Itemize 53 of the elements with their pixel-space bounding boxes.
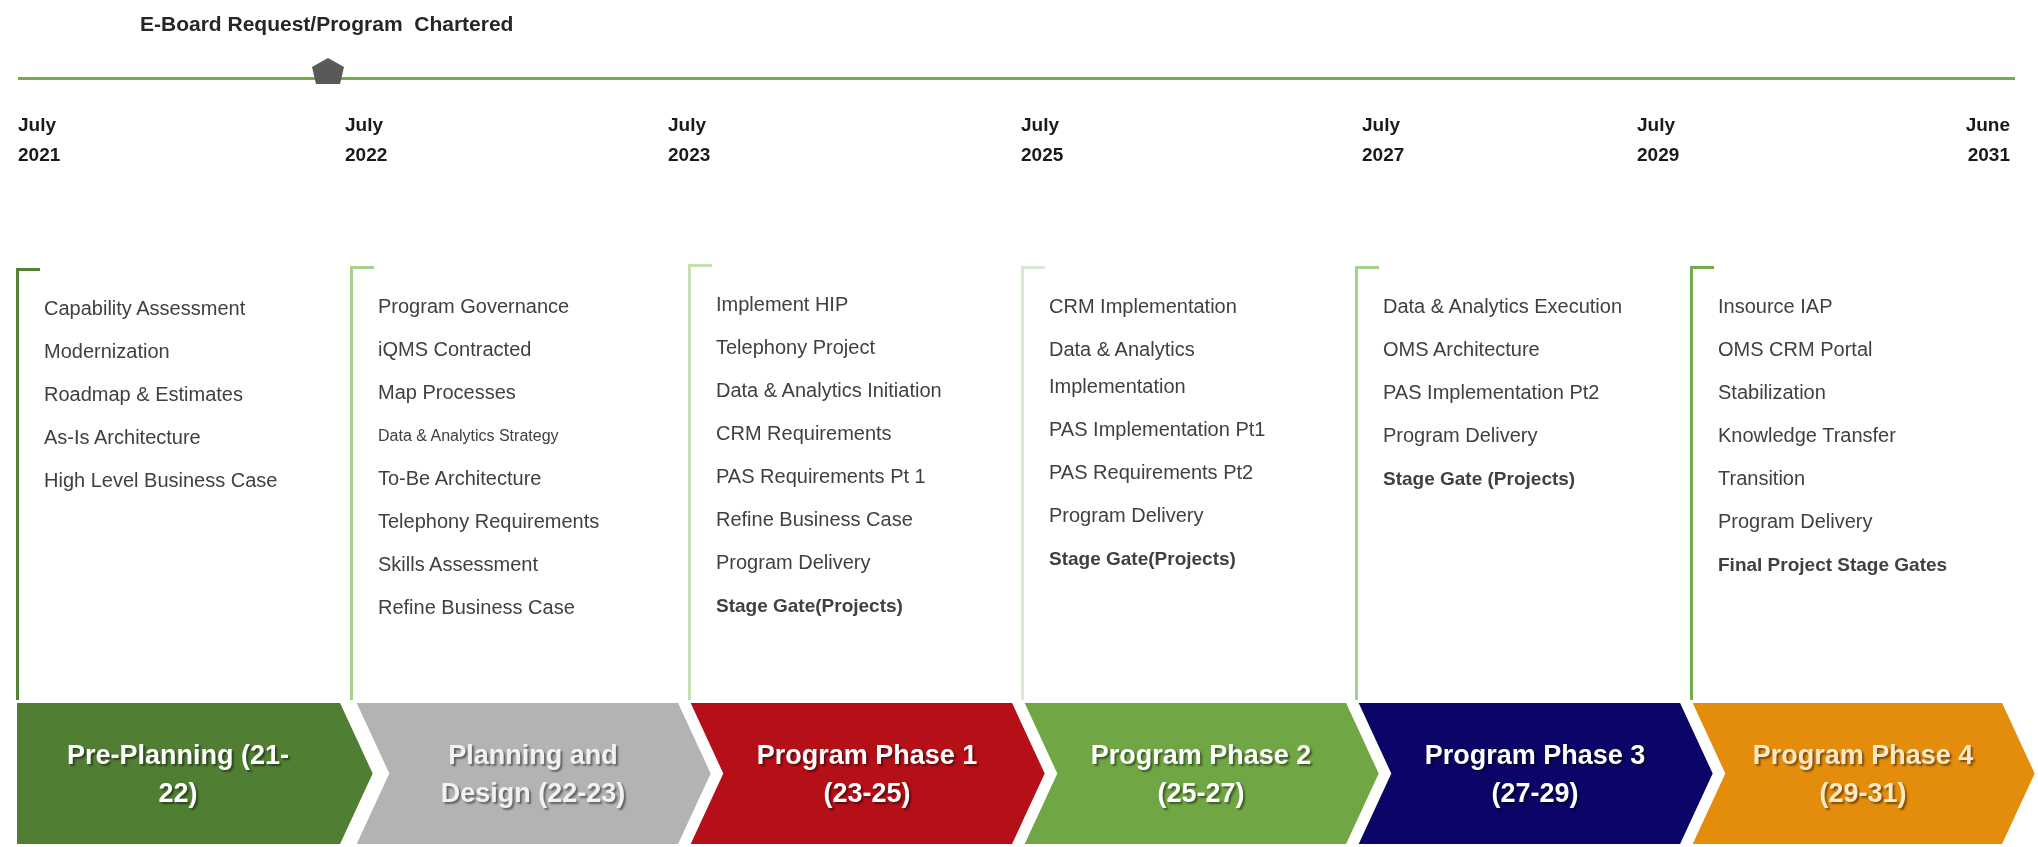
date-label: July 2025	[1021, 113, 1065, 167]
date-label: July 2027	[1362, 113, 1406, 167]
task-item: OMS CRM Portal	[1718, 337, 1874, 362]
task-item: iQMS Contracted	[378, 337, 533, 362]
date-label: July 2029	[1637, 113, 1681, 167]
task-item: As-Is Architecture	[44, 425, 202, 450]
task-item: Stage Gate(Projects)	[1049, 547, 1237, 571]
task-item: Data & Analytics Implementation	[1049, 337, 1196, 399]
task-item: CRM Requirements	[716, 421, 893, 446]
task-item: OMS Architecture	[1383, 337, 1541, 362]
task-item: Program Governance	[378, 294, 571, 319]
task-item: PAS Requirements Pt 1	[716, 464, 927, 489]
task-item: PAS Requirements Pt2	[1049, 460, 1255, 485]
task-item: Map Processes	[378, 380, 517, 405]
phase-label: Planning and Design (22-23)	[439, 738, 627, 810]
task-item: High Level Business Case	[44, 468, 279, 493]
phase-label: Pre-Planning (21-22)	[65, 738, 290, 810]
task-item: Program Delivery	[716, 550, 872, 575]
task-item: Roadmap & Estimates	[44, 382, 244, 407]
date-label: June 2031	[1964, 113, 2010, 167]
task-item: Stage Gate (Projects)	[1383, 467, 1577, 491]
task-item: Insource IAP	[1718, 294, 1834, 319]
task-item: Knowledge Transfer	[1718, 423, 1897, 448]
task-item: Transition	[1718, 466, 1807, 491]
phase-label: Program Phase 1 (23-25)	[755, 738, 979, 810]
task-item: CRM Implementation	[1049, 294, 1238, 319]
milestone-label: E-Board Request/Program Chartered	[140, 11, 514, 37]
task-item: PAS Implementation Pt1	[1049, 417, 1267, 442]
date-label: July 2022	[345, 113, 389, 167]
task-item: Telephony Project	[716, 335, 876, 360]
task-item: Program Delivery	[1383, 423, 1539, 448]
task-item: PAS Implementation Pt2	[1383, 380, 1601, 405]
phase-label: Program Phase 4 (29-31)	[1751, 738, 1975, 810]
task-item: Data & Analytics Initiation	[716, 378, 943, 403]
task-item: Capability Assessment	[44, 296, 247, 321]
task-item: Stage Gate(Projects)	[716, 594, 904, 618]
task-item: Modernization	[44, 339, 171, 364]
task-item: Telephony Requirements	[378, 509, 601, 534]
task-item: Refine Business Case	[378, 595, 576, 620]
task-item: Program Delivery	[1718, 509, 1874, 534]
task-item: Data & Analytics Execution	[1383, 294, 1623, 319]
phase-label: Program Phase 3 (27-29)	[1423, 738, 1647, 810]
task-item: Data & Analytics Strategy	[378, 426, 560, 446]
date-label: July 2023	[668, 113, 712, 167]
task-item: Refine Business Case	[716, 507, 914, 532]
task-item: Implement HIP	[716, 292, 850, 317]
task-item: Skills Assessment	[378, 552, 540, 577]
task-item: Final Project Stage Gates	[1718, 553, 1949, 577]
date-label: July 2021	[18, 113, 62, 167]
phase-label: Program Phase 2 (25-27)	[1089, 738, 1313, 810]
task-item: Stabilization	[1718, 380, 1827, 405]
task-item: Program Delivery	[1049, 503, 1205, 528]
task-item: To-Be Architecture	[378, 466, 543, 491]
